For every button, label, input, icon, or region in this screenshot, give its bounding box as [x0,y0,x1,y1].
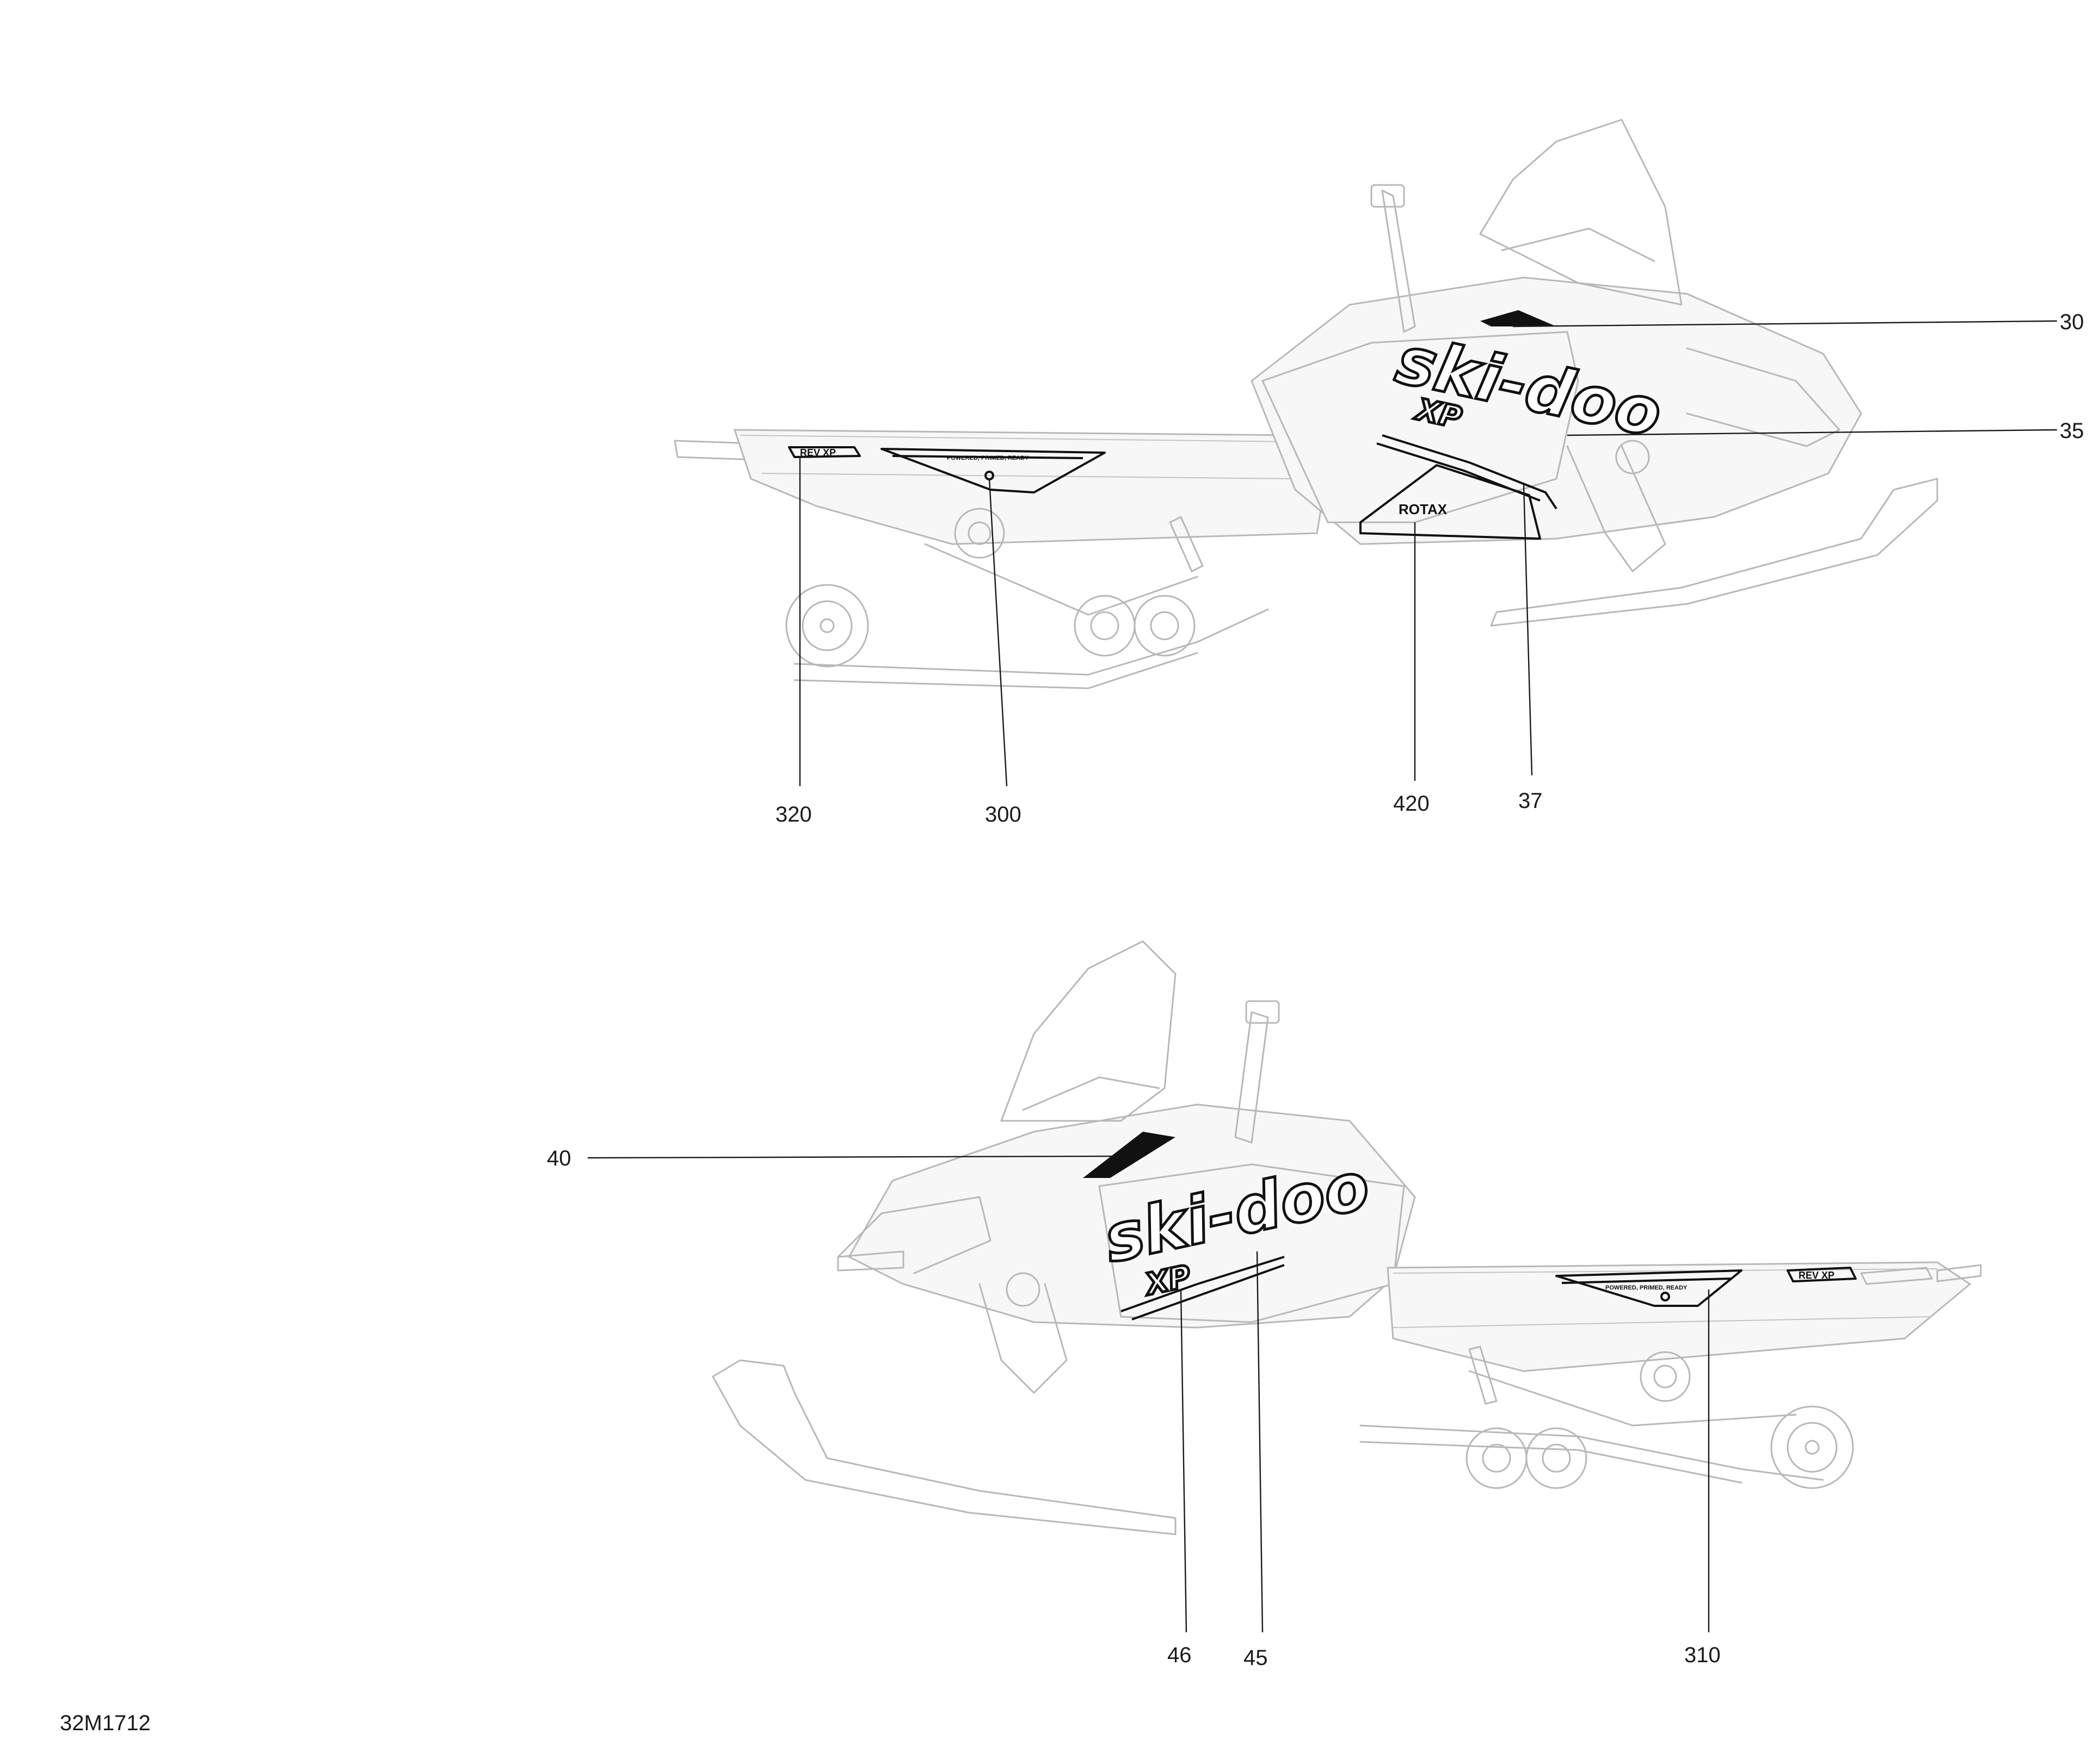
svg-text:ROTAX: ROTAX [1399,501,1448,517]
tunnel-badge-decal-310: REV XP [1787,1267,1857,1282]
leader-line-37 [1523,484,1533,776]
svg-text:REV XP: REV XP [800,447,836,458]
diagram-code: 32M1712 [60,1711,151,1735]
leader-line-45 [1256,1251,1264,1633]
callout-310: 310 [1684,1643,1721,1667]
tunnel-badge-decal-320: REV XP [788,446,861,458]
bottom-snowmobile-view: ski-doo XP POWERED, PRIMED, READY REV XP… [547,940,1982,1670]
top-snowmobile-view: REV XP POWERED, PRIMED, READY ski-doo XP… [674,119,2084,826]
svg-text:REV XP: REV XP [1799,1270,1834,1281]
callout-420: 420 [1393,792,1430,816]
leader-line-30 [1512,320,2058,328]
leader-line-40 [587,1155,1116,1159]
svg-text:POWERED, PRIMED, READY: POWERED, PRIMED, READY [1605,1285,1688,1291]
leader-line-35 [1567,429,2058,436]
callout-46: 46 [1167,1643,1192,1667]
side-stripe-decal-46 [1120,1256,1285,1312]
callout-40: 40 [547,1146,571,1170]
callout-35: 35 [2060,419,2084,443]
hood-stripe-decal-40 [1083,1132,1175,1178]
leader-line-300 [988,478,1008,787]
callout-37: 37 [1518,789,1543,813]
callout-300: 300 [985,803,1021,826]
leader-line-46 [1180,1289,1187,1633]
tunnel-panel-decal-310: POWERED, PRIMED, READY [1555,1269,1742,1307]
engine-badge-decal-420: ROTAX [1359,464,1541,540]
callout-320: 320 [775,803,812,826]
svg-text:POWERED, PRIMED, READY: POWERED, PRIMED, READY [947,455,1029,461]
callout-30: 30 [2060,310,2084,334]
tunnel-panel-decal-300: POWERED, PRIMED, READY [880,448,1106,493]
side-stripe-decal-37 [1382,434,1557,510]
svg-text:XP: XP [1412,391,1464,435]
callout-45: 45 [1243,1646,1268,1670]
hood-stripe-decal-30 [1480,310,1556,326]
